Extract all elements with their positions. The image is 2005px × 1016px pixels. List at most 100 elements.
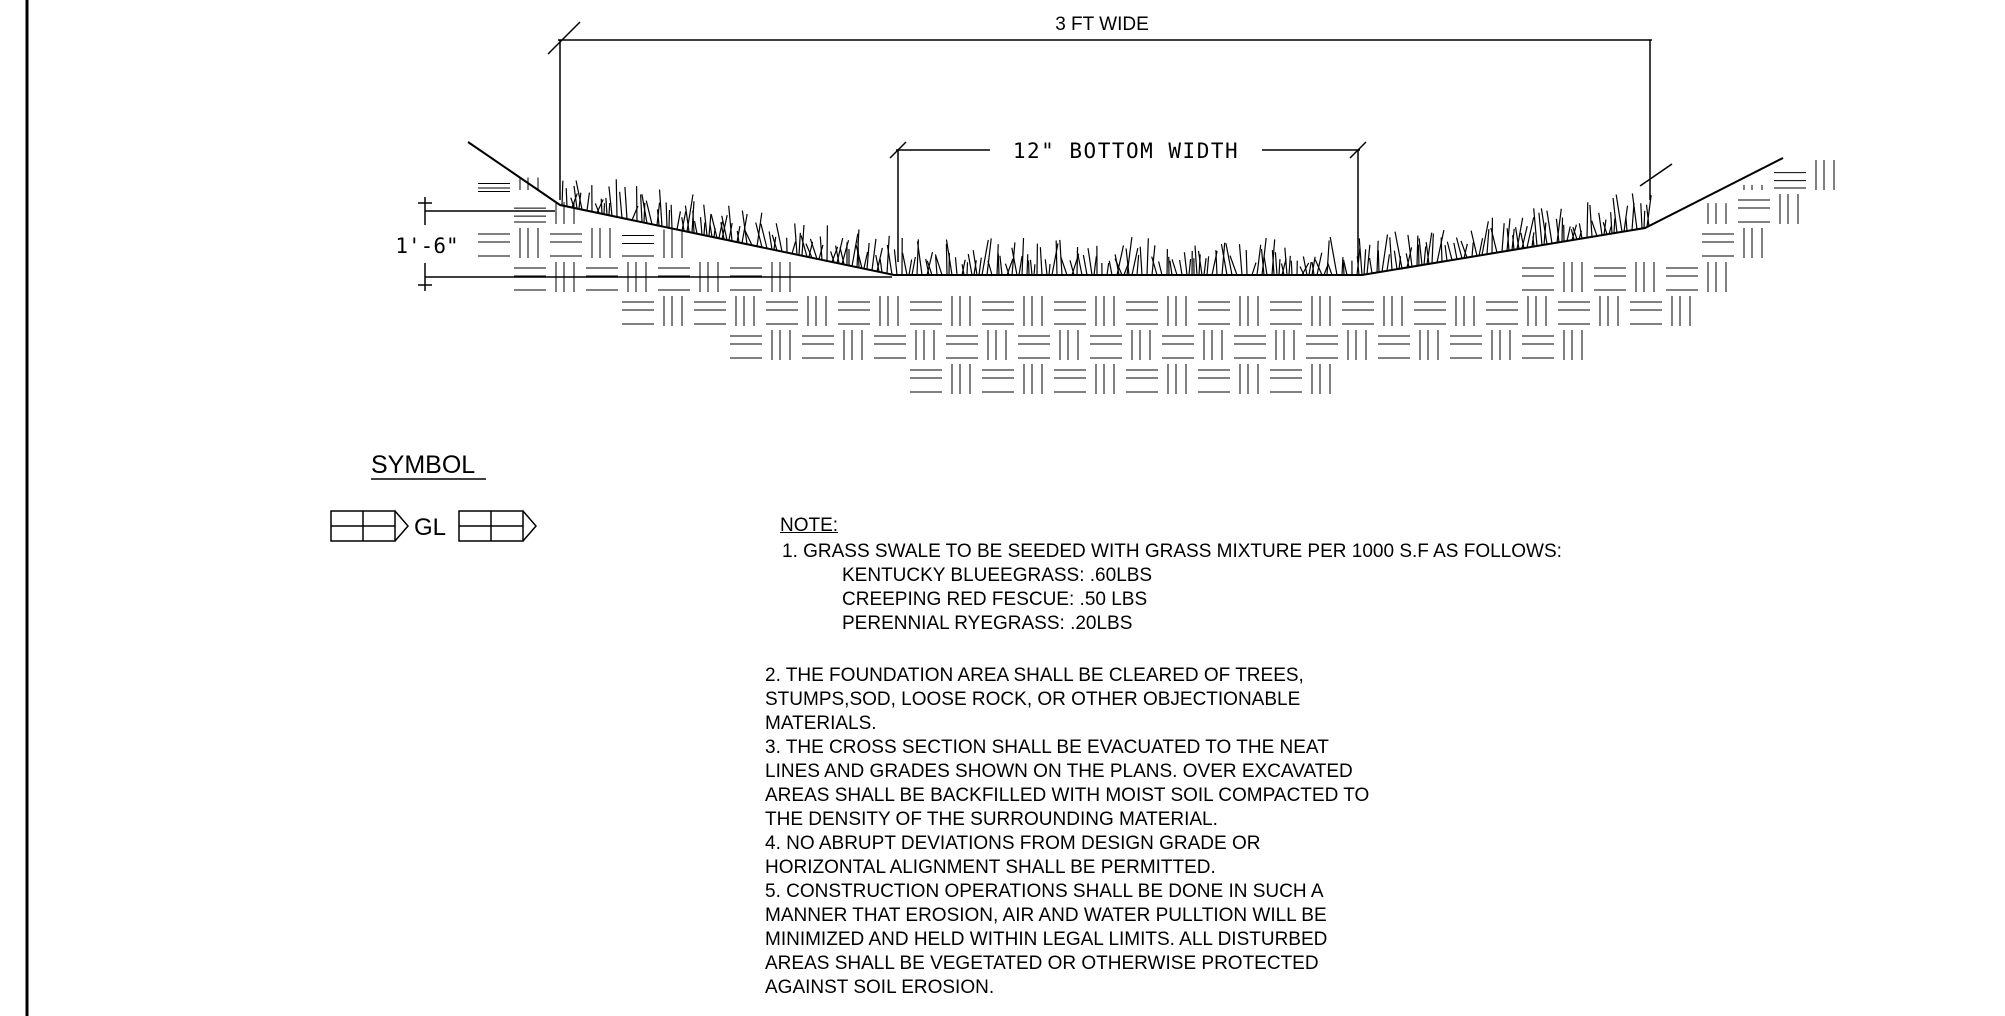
grass-blade <box>768 231 773 250</box>
grass-blade <box>1087 248 1093 276</box>
grass-blade <box>1460 240 1468 258</box>
grass-blade <box>1158 261 1163 276</box>
grass-blade <box>728 205 733 242</box>
note-item-1: 1. GRASS SWALE TO BE SEEDED WITH GRASS M… <box>782 541 1562 562</box>
grass-blade <box>1608 225 1612 235</box>
grass-blade <box>987 260 993 276</box>
grass-blade <box>1589 204 1593 237</box>
grass-blade <box>1444 244 1448 261</box>
grass-blade <box>1342 259 1348 276</box>
grass-blade <box>600 198 603 214</box>
grass-blade <box>1221 242 1226 276</box>
grass-blade <box>1418 238 1423 266</box>
grass-blade <box>794 223 798 255</box>
grass-blade <box>805 243 813 259</box>
grass-blade <box>693 220 698 234</box>
grass-blade <box>775 223 783 252</box>
grass-blade <box>1302 256 1308 276</box>
grass-blade <box>886 235 890 274</box>
note-line: AREAS SHALL BE BACKFILLED WITH MOIST SOI… <box>765 785 1370 806</box>
grass-blade <box>839 247 845 265</box>
symbol-title: SYMBOL <box>371 451 475 479</box>
grass-blade <box>1203 258 1207 276</box>
grass-blade <box>1470 230 1478 257</box>
note-line: MATERIALS. <box>765 713 877 734</box>
grass-blade <box>1256 244 1262 276</box>
grass-blade <box>908 259 913 276</box>
grass-blade <box>565 188 568 207</box>
soil-hatch-pattern <box>478 160 1835 394</box>
grass-blade <box>1602 222 1608 235</box>
grass-blade <box>594 203 600 213</box>
grass-blade <box>1586 202 1589 238</box>
grass-blade <box>973 260 977 276</box>
grass-blade <box>1578 223 1583 239</box>
grass-blade <box>1646 195 1652 228</box>
grass-blade <box>809 238 818 260</box>
grass-blade <box>1179 259 1183 276</box>
grass-blade <box>1478 238 1484 257</box>
grass-blade <box>926 260 933 276</box>
grass-blade <box>756 212 763 247</box>
grass-blade <box>744 230 753 246</box>
grass-blade <box>1538 212 1543 246</box>
grass-blade <box>798 232 801 255</box>
grass-blade <box>1004 263 1010 276</box>
grass-blade <box>978 257 982 276</box>
note-line: THE DENSITY OF THE SURROUNDING MATERIAL. <box>765 809 1218 830</box>
grass-blade <box>1261 237 1267 276</box>
grass-blade <box>1151 245 1156 276</box>
grass-blade <box>1514 227 1520 250</box>
grass-blade <box>1520 232 1525 249</box>
grass-blade <box>1108 260 1113 276</box>
grass-blade <box>703 204 708 236</box>
grass-blade <box>1048 263 1051 276</box>
grass-blade <box>791 241 797 254</box>
grass-blade <box>925 258 930 276</box>
note-line: HORIZONTAL ALIGNMENT SHALL BE PERMITTED. <box>765 857 1216 878</box>
grass-blade <box>999 255 1003 276</box>
grass-blade <box>996 244 999 276</box>
grass-blade <box>1044 259 1048 276</box>
grass-blade <box>1540 208 1548 245</box>
grass-blade <box>645 200 653 225</box>
grass-blade <box>1631 193 1638 230</box>
grass-blade <box>1136 254 1140 276</box>
grass-blade <box>1026 254 1029 276</box>
note-line: LINES AND GRADES SHOWN ON THE PLANS. OVE… <box>765 761 1353 782</box>
notes-list: 2. THE FOUNDATION AREA SHALL BE CLEARED … <box>765 664 1369 1000</box>
grass-blade <box>1501 223 1505 252</box>
depth-label: 1'-6" <box>395 234 458 258</box>
grass-blade <box>967 253 973 276</box>
grass-blade <box>619 191 623 219</box>
grass-blade <box>855 244 863 269</box>
grass-blade <box>830 251 835 263</box>
grass-blade <box>1284 247 1288 276</box>
bottom-width-label: 12" BOTTOM WIDTH <box>1013 139 1239 163</box>
grass-blade <box>1131 248 1139 276</box>
grass-lined-swale-symbol-left <box>330 510 409 542</box>
note-line: 3. THE CROSS SECTION SHALL BE EVACUATED … <box>765 737 1329 758</box>
seed-mixture-block: 1. GRASS SWALE TO BE SEEDED WITH GRASS M… <box>782 540 1562 636</box>
grass-blade <box>1314 259 1323 276</box>
grass-blade <box>1011 247 1018 276</box>
grass-strokes <box>561 179 1652 276</box>
grass-blade <box>575 180 583 210</box>
grass-blade <box>1033 264 1036 276</box>
grass-blade <box>1423 246 1427 266</box>
grass-blade <box>986 238 992 276</box>
grass-blade <box>665 202 668 228</box>
grass-blade <box>1206 256 1210 276</box>
grass-blade <box>736 225 741 243</box>
grass-blade <box>658 189 663 227</box>
grass-blade <box>1076 250 1083 276</box>
grass-blade <box>1643 210 1646 229</box>
grass-blade <box>760 223 768 249</box>
grass-blade <box>1363 249 1367 276</box>
top-width-dimension <box>547 21 1673 200</box>
grass-blade <box>699 217 703 235</box>
grass-blade <box>703 222 706 235</box>
grass-blade <box>1591 220 1598 237</box>
grass-blade <box>1506 228 1510 251</box>
grass-blade <box>1260 248 1265 276</box>
